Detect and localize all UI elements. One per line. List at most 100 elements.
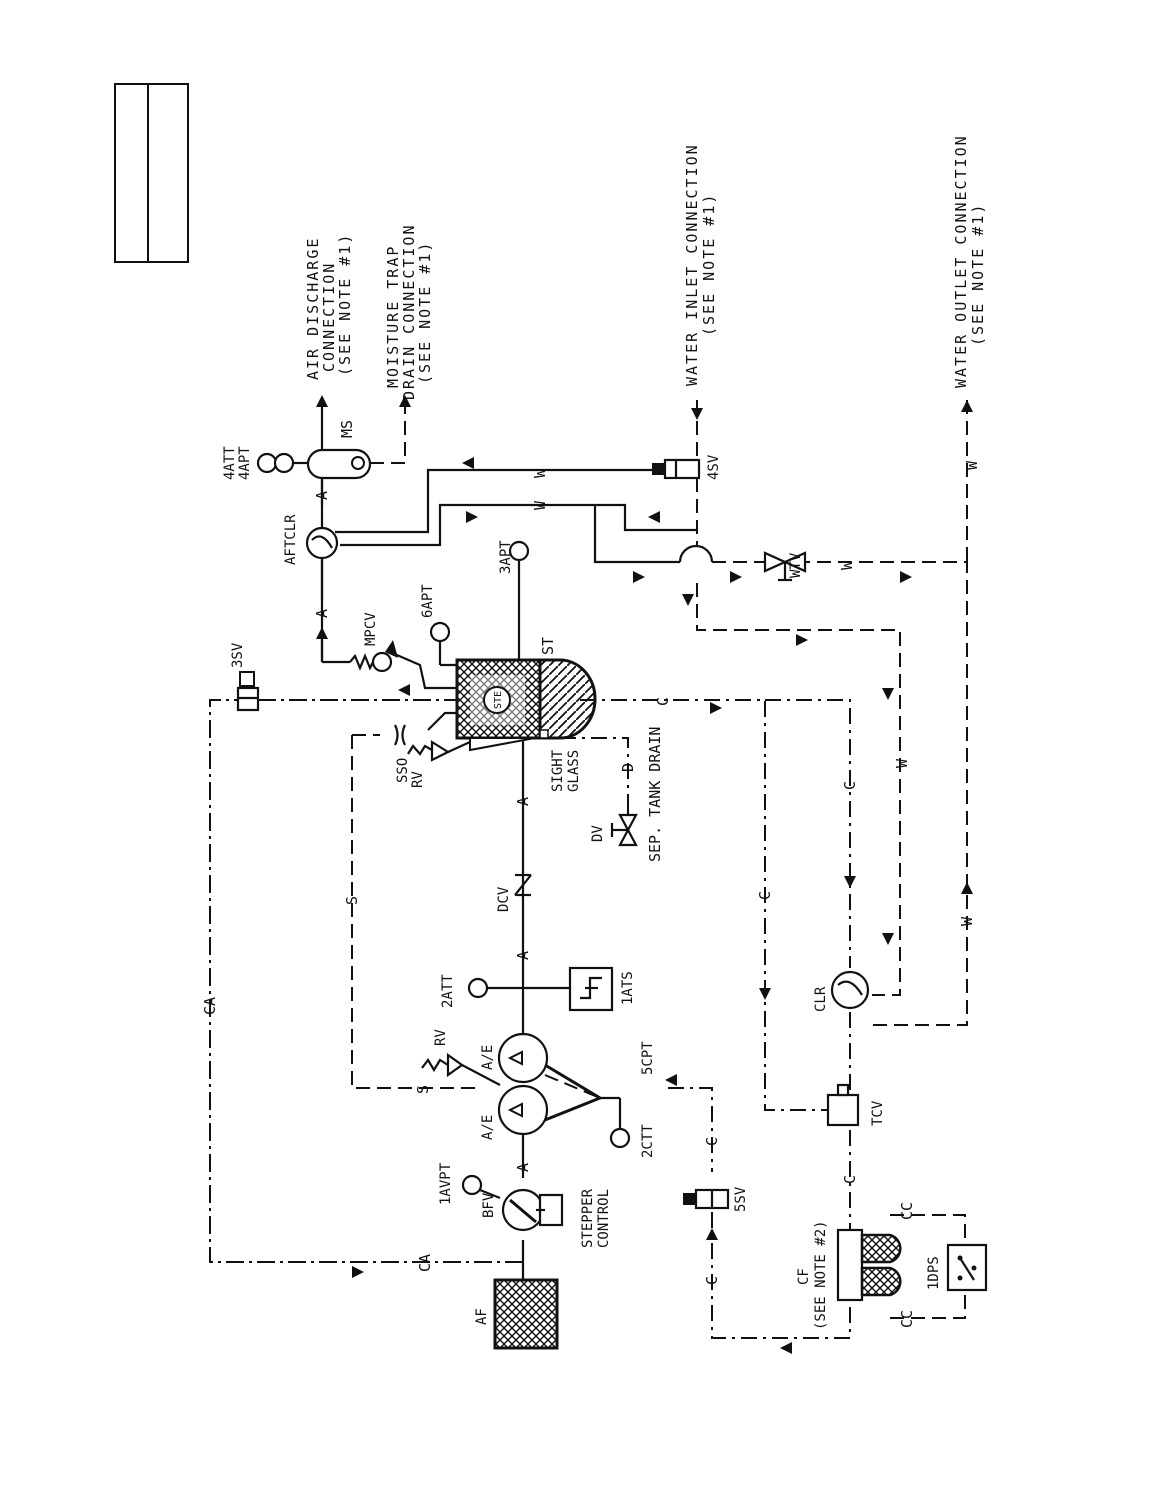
svg-text:A: A <box>514 1163 532 1172</box>
wtv-label: WTV <box>788 552 804 578</box>
5sv-label: 5SV <box>733 1186 749 1212</box>
4sv-label: 4SV <box>706 454 722 480</box>
line-labels: A A A A A W W W W W W C C C C C C CA CA … <box>201 460 981 1328</box>
wtv-valve <box>763 551 807 582</box>
cf-label: CF <box>796 1268 812 1285</box>
2ctt-label: 2CTT <box>640 1124 656 1158</box>
bfv-label: BFV <box>481 1192 497 1218</box>
5cpt-label: 5CPT <box>640 1041 656 1075</box>
3sv-label: 3SV <box>230 642 246 668</box>
1ats-label: 1ATS <box>620 971 636 1005</box>
3apt-gauge <box>508 540 530 562</box>
st-label: ST <box>539 637 557 655</box>
svg-text:CC: CC <box>898 1310 916 1328</box>
svg-text:(SEE NOTE #1): (SEE NOTE #1) <box>969 203 987 346</box>
svg-text:C: C <box>703 1276 721 1285</box>
svg-text:W: W <box>838 560 856 570</box>
1dps-switch <box>946 1243 988 1292</box>
bfv-butterfly-valve <box>501 1188 564 1232</box>
1dps-label: 1DPS <box>926 1256 942 1290</box>
1avpt-label: 1AVPT <box>438 1162 454 1205</box>
title-block <box>114 83 189 263</box>
sso-label: SSO <box>395 758 411 783</box>
water-outlet-label: WATER OUTLET CONNECTION (SEE NOTE #1) <box>952 134 987 388</box>
air-discharge-label: AIR DISCHARGE CONNECTION (SEE NOTE #1) <box>304 233 354 380</box>
svg-text:S: S <box>414 1085 432 1094</box>
3sv-solenoid <box>236 671 260 712</box>
af-label: AF <box>474 1308 490 1325</box>
svg-text:A: A <box>313 491 331 500</box>
svg-text:W: W <box>531 468 549 478</box>
rv-relief-valve-top <box>407 740 471 762</box>
svg-text:CA: CA <box>201 997 219 1015</box>
sight-glass <box>539 729 549 739</box>
stepper-label-2: CONTROL <box>596 1189 612 1248</box>
cf-note-label: (SEE NOTE #2) <box>813 1220 829 1330</box>
scavenge-lines <box>351 734 478 1089</box>
svg-text:W: W <box>893 758 911 768</box>
mpcv-valve <box>349 651 393 673</box>
control-air-lines <box>209 699 523 1263</box>
5sv-solenoid <box>683 1188 730 1210</box>
2ctt-gauge <box>609 1127 631 1149</box>
ae-right-label: A/E <box>480 1045 496 1070</box>
water-lines <box>335 400 968 1026</box>
aftercooler <box>305 526 339 662</box>
6apt-gauge <box>429 621 451 643</box>
svg-text:CONNECTION: CONNECTION <box>320 262 338 372</box>
svg-text:(SEE NOTE #1): (SEE NOTE #1) <box>700 193 718 336</box>
airend-left <box>497 1084 549 1136</box>
stepper-label-1: STEPPER <box>580 1188 596 1248</box>
mpcv-label: MPCV <box>363 612 379 646</box>
6apt-label: 6APT <box>420 584 436 618</box>
sight-glass-label-2: GLASS <box>566 750 582 792</box>
airend-oil-lines <box>544 1063 604 1122</box>
coolant-lines <box>560 699 966 1339</box>
svg-text:(SEE NOTE #1): (SEE NOTE #1) <box>336 233 354 376</box>
water-inlet-label: WATER INLET CONNECTION (SEE NOTE #1) <box>683 143 718 386</box>
pipe-crossover <box>678 544 714 563</box>
svg-text:S: S <box>343 896 361 905</box>
svg-text:C: C <box>841 1175 859 1184</box>
ste-label: STE <box>493 691 504 709</box>
dcv-check-valve <box>514 873 532 897</box>
rv-top-label: RV <box>410 771 426 788</box>
svg-text:CA: CA <box>416 1254 434 1272</box>
4att-label: 4ATT <box>222 446 238 480</box>
svg-text:C: C <box>841 781 859 790</box>
air-filter <box>493 1278 559 1350</box>
svg-text:WATER OUTLET CONNECTION: WATER OUTLET CONNECTION <box>952 134 970 388</box>
rv-relief-valve-mid <box>421 1052 501 1086</box>
svg-text:WATER INLET CONNECTION: WATER INLET CONNECTION <box>683 143 701 386</box>
svg-text:MOISTURE TRAP: MOISTURE TRAP <box>384 245 402 388</box>
svg-text:CC: CC <box>898 1202 916 1220</box>
moisture-separator <box>306 448 372 505</box>
dv-drain-valve <box>610 813 638 847</box>
svg-text:D: D <box>619 763 637 772</box>
sight-glass-label-1: SIGHT <box>550 749 566 792</box>
2att-gauge <box>467 977 489 999</box>
svg-text:(SEE NOTE #1): (SEE NOTE #1) <box>416 241 434 384</box>
2att-label: 2ATT <box>440 974 456 1008</box>
coolant-filter <box>836 1228 902 1302</box>
dcv-label: DCV <box>496 886 512 912</box>
aftclr-label: AFTCLR <box>283 514 299 565</box>
4sv-solenoid <box>652 458 701 480</box>
svg-text:C: C <box>703 1137 721 1146</box>
4apt-label: 4APT <box>237 446 253 480</box>
tcv-label: TCV <box>870 1100 886 1126</box>
clr-label: CLR <box>813 986 829 1012</box>
svg-text:AIR DISCHARGE: AIR DISCHARGE <box>304 237 322 380</box>
svg-text:W: W <box>958 916 976 926</box>
3apt-label: 3APT <box>498 540 514 574</box>
ae-left-label: A/E <box>480 1115 496 1140</box>
separator-tank <box>455 658 597 752</box>
svg-text:W: W <box>963 460 981 470</box>
svg-text:W: W <box>531 500 549 510</box>
ms-label: MS <box>338 420 356 438</box>
dv-label: DV <box>590 825 606 842</box>
svg-text:C: C <box>756 891 774 900</box>
tcv-valve <box>826 1083 860 1127</box>
svg-text:DRAIN CONNECTION: DRAIN CONNECTION <box>400 224 418 401</box>
svg-text:C: C <box>654 697 672 706</box>
